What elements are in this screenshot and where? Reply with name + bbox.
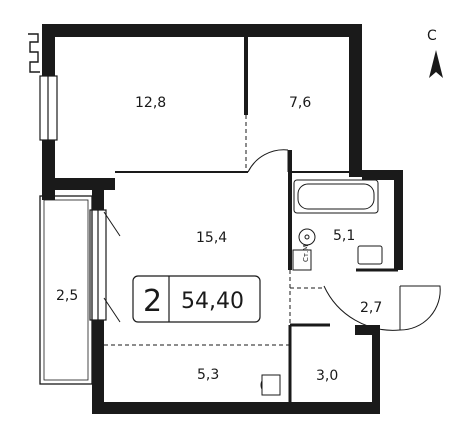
washer-box [292, 249, 312, 271]
room-area-small-room: 7,6 [289, 95, 311, 111]
toilet [357, 245, 383, 265]
compass-letter: С [427, 28, 437, 44]
room-area-storage: 3,0 [316, 368, 338, 384]
facade-edge [28, 33, 40, 73]
compass: С [427, 28, 443, 78]
room-area-living-room: 15,4 [196, 230, 227, 246]
room-area-bedroom: 12,8 [135, 95, 166, 111]
balcony [39, 195, 93, 385]
room-area-bathroom: 5,1 [333, 228, 355, 244]
room-labels: 12,8 7,6 15,4 2,5 5,3 5,1 2,7 3,0 [56, 95, 382, 384]
windows [39, 75, 107, 321]
north-arrow-icon [429, 50, 443, 78]
bathroom-fixtures [260, 179, 383, 396]
exterior-walls [42, 24, 403, 414]
room-area-corridor: 2,7 [360, 300, 382, 316]
room-area-balcony: 2,5 [56, 288, 78, 304]
room-area-hallway: 5,3 [197, 367, 219, 383]
door-swing-balcony [103, 211, 121, 237]
door-arc-small-room [247, 149, 289, 173]
room-count: 2 [143, 284, 162, 319]
total-area: 54,40 [181, 289, 244, 314]
washer-label: Ст.М [302, 245, 310, 262]
doors [103, 149, 441, 331]
apartment-badge: 2 54,40 [132, 275, 261, 323]
door-arc-entry [323, 285, 401, 331]
interior-walls [104, 37, 398, 402]
